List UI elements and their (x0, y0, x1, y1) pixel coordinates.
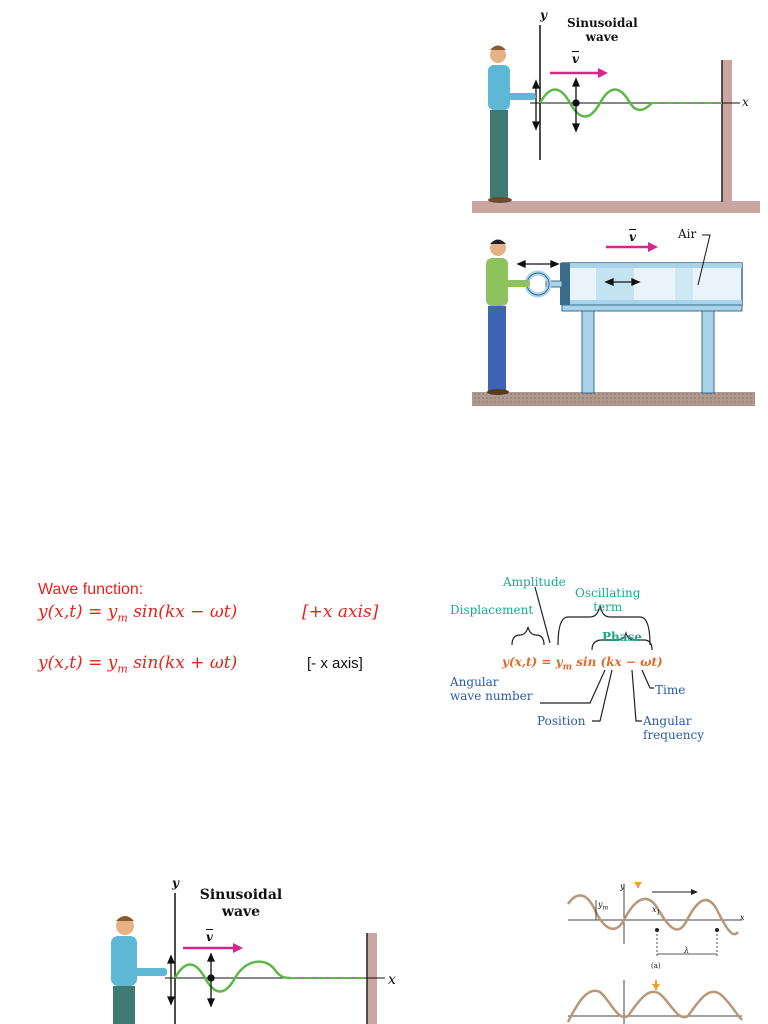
snapshot-x-label: x (740, 913, 745, 922)
tube-velocity-label: v (629, 230, 636, 244)
snapshot-x1-label: x1 (652, 905, 660, 917)
position-label: Position (537, 714, 586, 728)
angular-wave-line2: wave number (450, 689, 533, 703)
eq1-rhs: sin(kx − ωt) (127, 602, 238, 622)
angular-frequency-label: Angular frequency (643, 714, 704, 742)
wave-function-title: Wave function: (38, 581, 144, 598)
string-wave-figure-bottom (111, 893, 385, 1024)
oscillating-term-label: Oscillating term (575, 586, 640, 614)
bottom-figure-title: Sinusoidal wave (198, 887, 284, 921)
positive-axis-tag: [+x axis] (302, 602, 379, 622)
time-label: Time (655, 683, 686, 697)
equation-parts-braces (511, 586, 654, 722)
floor (472, 201, 760, 213)
top-velocity-label: v (572, 52, 579, 66)
person-figure (488, 45, 536, 203)
wave-snapshots-figure (566, 882, 743, 1024)
eq1-lhs: y(x,t) = y (38, 602, 118, 622)
snapshot-amp: y (598, 900, 603, 909)
snapshot-y-label: y (620, 882, 625, 891)
phase-label: Phase (602, 630, 642, 644)
wave-equation-negative: y(x,t) = ym sin(kx + ωt) (38, 653, 237, 675)
top-figure-title-line2: wave (585, 30, 619, 44)
snapshot-wave-a (566, 894, 739, 936)
eq2-rhs: sin(kx + ωt) (127, 653, 238, 673)
person-figure-tube (486, 239, 530, 395)
top-figure-title-line1: Sinusoidal (567, 16, 638, 30)
angular-wave-line1: Angular (450, 675, 499, 689)
bottom-figure-title-line1: Sinusoidal (199, 887, 283, 903)
bottom-velocity-label: v (206, 930, 213, 944)
air-tube-figure (472, 234, 755, 406)
snapshot-lambda-label: λ (684, 946, 690, 955)
oscillation-arrows (532, 77, 580, 133)
snapshot-x1-sub: 1 (656, 909, 661, 917)
eq1-sub: m (117, 611, 128, 625)
amplitude-label: Amplitude (503, 575, 566, 589)
air-oscillation-arrows (516, 260, 641, 286)
oscillating-line1: Oscillating (575, 586, 641, 600)
snapshot-wave-b (566, 989, 743, 1023)
air-label: Air (678, 227, 697, 241)
string-wave-figure-top (472, 25, 760, 213)
oscillating-line2: term (593, 600, 623, 614)
sinusoidal-wave (538, 88, 653, 118)
angular-wave-number-label: Angular wave number (450, 675, 532, 703)
bottom-oscillation-arrows (167, 952, 215, 1008)
bottom-figure-title-line2: wave (221, 904, 261, 920)
bottom-sinusoidal-wave (173, 960, 292, 993)
angular-freq-line1: Angular (643, 714, 692, 728)
formula-sub: m (562, 662, 573, 673)
negative-axis-tag: [- x axis] (307, 655, 363, 672)
top-y-axis-label: y (540, 8, 547, 22)
snapshot-amp-sub: m (602, 904, 609, 912)
bottom-person-figure (111, 916, 167, 1024)
equation-parts-formula: y(x,t) = ym sin (kx − ωt) (502, 655, 663, 672)
displacement-label: Displacement (450, 603, 534, 617)
bottom-x-axis-label: x (388, 972, 396, 988)
formula-lhs: y(x,t) = y (502, 655, 563, 669)
wave-equation-positive: y(x,t) = ym sin(kx − ωt) (38, 602, 237, 624)
snapshot-amplitude-label: ym (598, 900, 608, 912)
wall (722, 60, 732, 202)
top-figure-title: Sinusoidal wave (567, 16, 638, 44)
eq2-lhs: y(x,t) = y (38, 653, 118, 673)
snapshot-panel-a-label: (a) (651, 962, 661, 970)
top-x-axis-label: x (742, 95, 749, 109)
formula-rhs: sin (kx − ωt) (572, 655, 663, 669)
air-tube (561, 262, 743, 306)
bottom-y-axis-label: y (172, 876, 179, 890)
eq2-sub: m (117, 662, 128, 676)
angular-freq-line2: frequency (643, 728, 705, 742)
snapshot-x1: x (652, 905, 657, 914)
